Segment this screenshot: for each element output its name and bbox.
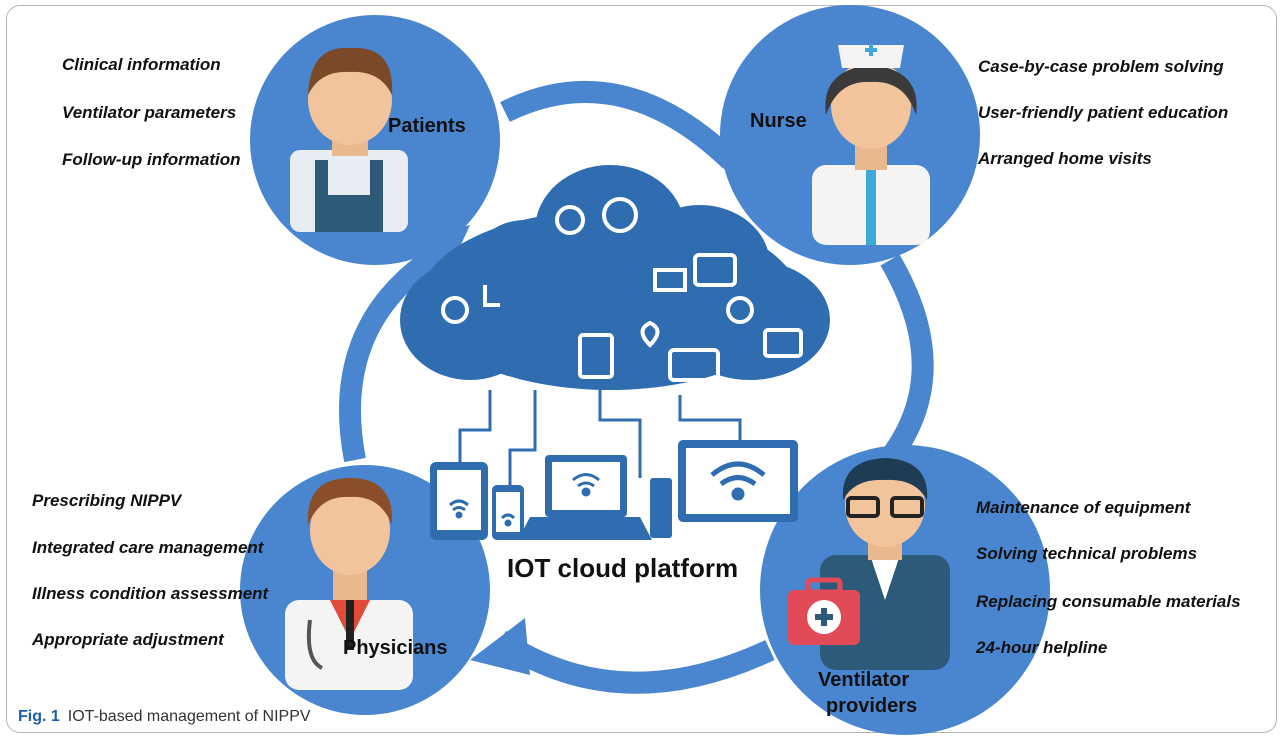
nurse-item-problem: Case-by-case problem solving	[978, 57, 1224, 76]
first-aid-icon	[693, 253, 737, 287]
microscope-icon	[441, 296, 469, 324]
patients-item-ventilator: Ventilator parameters	[62, 103, 237, 122]
envelope-icon	[653, 268, 687, 292]
patients-item-clinical: Clinical information	[62, 55, 221, 74]
folder-icon	[763, 328, 803, 358]
wifi-icon	[572, 473, 600, 488]
providers-item-maintenance: Maintenance of equipment	[976, 498, 1191, 517]
physicians-item-integrated: Integrated care management	[32, 538, 264, 557]
figure-frame	[6, 5, 1277, 733]
nurse-avatar	[812, 44, 930, 245]
ambulance-icon	[668, 348, 720, 382]
wifi-icon	[449, 499, 469, 512]
providers-item-consumables: Replacing consumable materials	[976, 592, 1241, 611]
arrow-nurse-to-providers	[871, 254, 934, 478]
figure-caption-text: IOT-based management of NIPPV	[67, 708, 311, 725]
clipboard-icon	[578, 333, 614, 379]
physicians-item-assessment: Illness condition assessment	[32, 584, 269, 603]
patient-avatar	[290, 47, 408, 232]
physicians-item-adjustment: Appropriate adjustment	[32, 630, 224, 649]
physicians-item-prescribing: Prescribing NIPPV	[32, 491, 182, 510]
providers-item-technical: Solving technical problems	[976, 544, 1198, 563]
router-device	[650, 478, 672, 538]
patients-label: Patients	[388, 115, 466, 137]
cloud-medical-icons	[441, 197, 803, 382]
figure-caption: Fig. 1 IOT-based management of NIPPV	[18, 708, 311, 726]
providers-item-helpline: 24-hour helpline	[976, 638, 1108, 657]
wheelchair-icon	[483, 285, 500, 307]
atom-icon	[602, 197, 638, 233]
heart-icon	[640, 320, 660, 348]
wifi-icons	[449, 461, 766, 527]
wifi-icon	[500, 513, 516, 520]
pill-icon	[726, 296, 754, 324]
nurse-item-visits: Arranged home visits	[978, 149, 1152, 168]
providers-label-line1: Ventilator	[818, 669, 910, 691]
arrowhead-physicians	[470, 618, 530, 675]
center-title: IOT cloud platform	[507, 553, 739, 583]
arrow-patients-to-nurse	[500, 80, 738, 168]
arrow-providers-to-physicians	[493, 630, 775, 694]
device-cables	[458, 390, 742, 485]
radiation-icon	[555, 205, 585, 235]
physicians-label: Physicians	[343, 637, 448, 659]
physician-avatar	[285, 478, 413, 690]
arrow-physicians-to-patients	[339, 250, 437, 463]
patients-item-followup: Follow-up information	[62, 150, 241, 169]
nurse-item-education: User-friendly patient education	[978, 103, 1229, 122]
figure-number: Fig. 1	[18, 708, 60, 725]
nurse-label: Nurse	[750, 110, 807, 132]
providers-label-line2: providers	[826, 695, 918, 717]
provider-avatar	[788, 458, 950, 670]
wifi-icon	[710, 461, 766, 487]
